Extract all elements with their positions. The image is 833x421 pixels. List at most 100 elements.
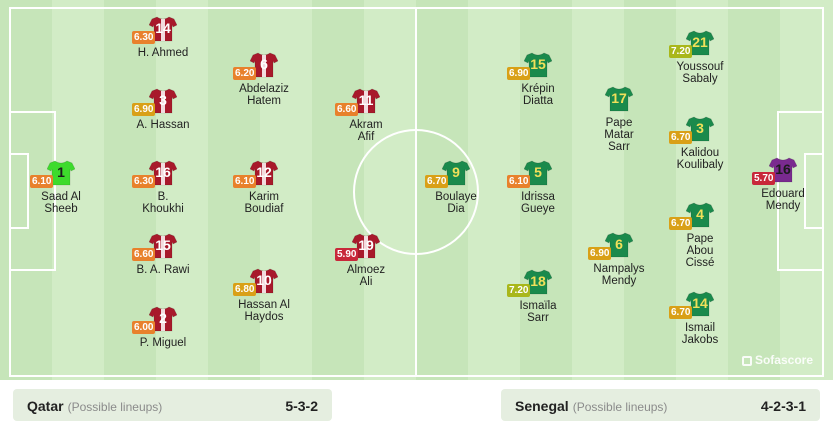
shirt-icon: 2 xyxy=(149,306,177,332)
rating-badge: 6.80 xyxy=(233,283,257,296)
rating-badge: 6.60 xyxy=(335,103,359,116)
shirt-icon: 21 xyxy=(686,30,714,56)
rating-badge: 6.10 xyxy=(507,175,531,188)
shirt-number: 11 xyxy=(358,92,374,108)
shirt-icon: 16 xyxy=(769,157,797,183)
rating-badge: 6.70 xyxy=(669,217,693,230)
home-team-label: Qatar(Possible lineups) xyxy=(27,398,162,414)
shirt-number: 1 xyxy=(57,164,65,180)
home-team-bar[interactable]: Qatar(Possible lineups) 5-3-2 xyxy=(13,389,332,421)
shirt-icon: 17 xyxy=(605,86,633,112)
player-name: Hassan Al Haydos xyxy=(238,299,290,323)
rating-badge: 6.30 xyxy=(132,31,156,44)
rating-badge: 6.90 xyxy=(588,247,612,260)
shirt-icon: 6 xyxy=(605,232,633,258)
away-team-label: Senegal(Possible lineups) xyxy=(515,398,667,414)
shirt-number: 15 xyxy=(155,237,171,253)
player-name: Akram Afif xyxy=(349,119,383,143)
shirt-number: 16 xyxy=(775,161,791,177)
away-team-bar[interactable]: Senegal(Possible lineups) 4-2-3-1 xyxy=(501,389,820,421)
rating-badge: 6.10 xyxy=(233,175,257,188)
player-name: Ismail Jakobs xyxy=(681,322,719,346)
shirt-icon: 12 xyxy=(250,160,278,186)
shirt-icon: 16 xyxy=(149,160,177,186)
shirt-number: 10 xyxy=(256,272,272,288)
away-lineup-note: (Possible lineups) xyxy=(572,400,668,414)
sofascore-logo-icon xyxy=(741,356,752,366)
player-name: Pape Matar Sarr xyxy=(604,117,634,153)
pitch xyxy=(0,0,833,380)
shirt-number: 4 xyxy=(696,206,704,222)
home-team-name: Qatar xyxy=(27,398,64,414)
rating-badge: 6.60 xyxy=(132,248,156,261)
shirt-number: 6 xyxy=(260,56,268,72)
away-formation: 4-2-3-1 xyxy=(760,398,806,414)
shirt-icon: 9 xyxy=(442,160,470,186)
player-name: B. Khoukhi xyxy=(142,191,184,215)
player-name: Krépin Diatta xyxy=(521,83,555,107)
shirt-icon: 15 xyxy=(149,233,177,259)
shirt-number: 18 xyxy=(530,273,546,289)
shirt-number: 6 xyxy=(615,236,623,252)
away-team-name: Senegal xyxy=(515,398,569,414)
player-name: P. Miguel xyxy=(139,337,187,349)
rating-badge: 6.70 xyxy=(669,131,693,144)
rating-badge: 6.90 xyxy=(507,67,531,80)
pitch-markings xyxy=(0,0,833,380)
player-name: Karim Boudiaf xyxy=(244,191,284,215)
player-name: B. A. Rawi xyxy=(136,264,190,276)
shirt-number: 3 xyxy=(159,92,167,108)
rating-badge: 7.20 xyxy=(507,284,531,297)
rating-badge: 6.10 xyxy=(30,175,54,188)
player-name: Edouard Mendy xyxy=(761,188,805,212)
rating-badge: 6.70 xyxy=(669,306,693,319)
shirt-icon: 3 xyxy=(686,116,714,142)
player-name: Boulaye Dia xyxy=(435,191,477,215)
player-name: Almoez Ali xyxy=(346,264,386,288)
player-name: Abdelaziz Hatem xyxy=(239,83,289,107)
shirt-number: 5 xyxy=(534,164,542,180)
shirt-icon: 14 xyxy=(149,16,177,42)
player-name: Saad Al Sheeb xyxy=(41,191,81,215)
shirt-icon: 10 xyxy=(250,268,278,294)
player-name: Youssouf Sabaly xyxy=(676,61,724,85)
player-name: Ismaïla Sarr xyxy=(519,300,557,324)
shirt-number: 2 xyxy=(159,310,167,326)
shirt-icon: 5 xyxy=(524,160,552,186)
shirt-number: 14 xyxy=(692,295,708,311)
player-name: Pape Abou Cissé xyxy=(685,233,715,269)
shirt-icon: 19 xyxy=(352,233,380,259)
rating-badge: 5.90 xyxy=(335,248,359,261)
shirt-number: 21 xyxy=(692,34,708,50)
shirt-icon: 6 xyxy=(250,52,278,78)
rating-badge: 6.90 xyxy=(132,103,156,116)
shirt-icon: 4 xyxy=(686,202,714,228)
shirt-number: 16 xyxy=(155,164,171,180)
player-name: A. Hassan xyxy=(136,119,190,131)
player-name: Idrissa Gueye xyxy=(521,191,555,215)
shirt-icon: 14 xyxy=(686,291,714,317)
rating-badge: 6.70 xyxy=(425,175,449,188)
